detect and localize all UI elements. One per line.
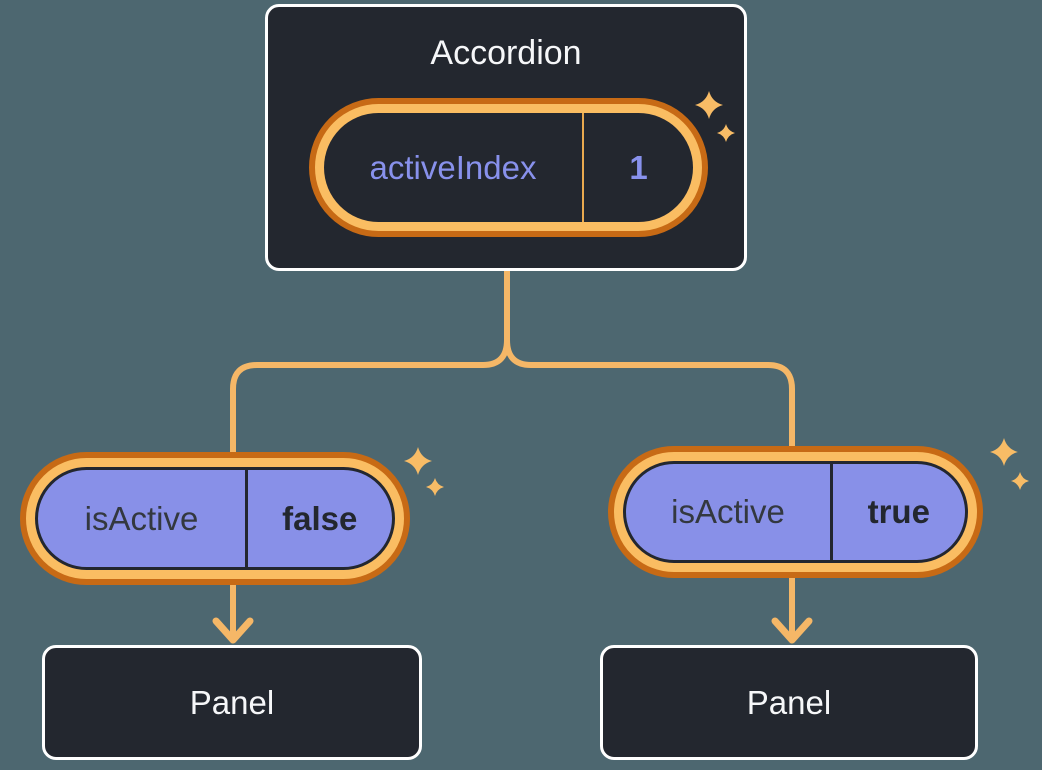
panel-label: Panel (189, 683, 275, 721)
sparkle-icon (990, 438, 1018, 466)
sparkle-icon (426, 478, 444, 496)
connector-branch-left (230, 337, 510, 457)
panel-node-left: Panel (42, 645, 422, 760)
prop-value-label: false (282, 499, 358, 537)
panel-label: Panel (746, 683, 832, 721)
state-pill-body: activeIndex 1 (324, 113, 693, 222)
prop-pill-isactive-true: isActive true (608, 446, 983, 578)
accordion-node-title: Accordion (430, 34, 582, 72)
prop-value-label: true (867, 493, 930, 530)
arrow-left-head (212, 617, 254, 644)
prop-pill-body: isActive true (623, 461, 968, 563)
panel-node-right: Panel (600, 645, 978, 760)
state-value-label: 1 (629, 148, 648, 186)
sparkle-icon (404, 447, 432, 475)
prop-name-label: isActive (84, 499, 199, 537)
prop-name-label: isActive (671, 493, 785, 530)
connector-branch-right (504, 337, 795, 452)
prop-pill-divider (830, 464, 833, 560)
prop-pill-isactive-false: isActive false (20, 452, 410, 585)
sparkle-icon (1011, 472, 1029, 490)
state-pill-activeindex: activeIndex 1 (309, 98, 708, 237)
prop-pill-divider (245, 470, 248, 567)
arrow-right-head (771, 617, 813, 644)
prop-pill-body: isActive false (35, 467, 395, 570)
state-name-label: activeIndex (369, 148, 537, 186)
state-pill-divider (582, 113, 584, 222)
